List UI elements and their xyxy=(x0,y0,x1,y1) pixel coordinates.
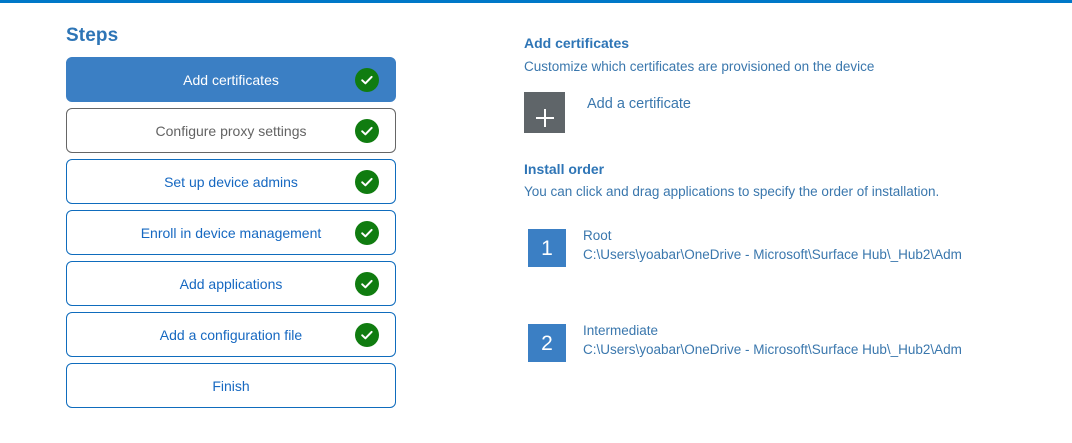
check-circle-icon xyxy=(355,118,379,143)
steps-heading: Steps xyxy=(66,25,119,46)
step-button-3[interactable]: Enroll in device management xyxy=(66,210,396,255)
install-order-name: Root xyxy=(583,228,612,243)
check-circle-icon xyxy=(355,322,379,347)
install-order-number-badge: 1 xyxy=(528,229,566,267)
top-accent-bar xyxy=(0,0,1072,3)
step-button-2[interactable]: Set up device admins xyxy=(66,159,396,204)
check-circle-icon xyxy=(355,271,379,296)
detail-panel: Add certificates Customize which certifi… xyxy=(470,3,1072,443)
install-order-section-title: Install order xyxy=(524,161,605,177)
install-order-number-badge: 2 xyxy=(528,324,566,362)
install-order-name: Intermediate xyxy=(583,323,659,338)
step-button-label: Add certificates xyxy=(183,71,279,88)
add-certificate-label: Add a certificate xyxy=(587,96,691,112)
install-order-path: C:\Users\yoabar\OneDrive - Microsoft\Sur… xyxy=(583,342,962,357)
step-button-label: Add a configuration file xyxy=(159,326,303,343)
step-button-label: Set up device admins xyxy=(164,173,298,190)
step-button-label: Add applications xyxy=(179,275,283,292)
step-button-1[interactable]: Configure proxy settings xyxy=(66,108,396,153)
check-circle-icon xyxy=(355,220,379,245)
install-order-path: C:\Users\yoabar\OneDrive - Microsoft\Sur… xyxy=(583,247,962,262)
install-order-section-subtitle: You can click and drag applications to s… xyxy=(524,184,940,199)
plus-icon[interactable] xyxy=(524,92,565,133)
step-button-label: Finish xyxy=(212,377,250,394)
add-certificate-button[interactable]: Add a certificate xyxy=(524,92,691,133)
step-button-label: Enroll in device management xyxy=(140,224,322,241)
step-button-label: Configure proxy settings xyxy=(155,122,307,139)
check-circle-icon xyxy=(355,67,379,92)
step-button-5[interactable]: Add a configuration file xyxy=(66,312,396,357)
certificates-section-title: Add certificates xyxy=(524,35,630,51)
step-button-6[interactable]: Finish xyxy=(66,363,396,408)
certificates-section-subtitle: Customize which certificates are provisi… xyxy=(524,59,875,74)
step-button-0[interactable]: Add certificates xyxy=(66,57,396,102)
step-button-4[interactable]: Add applications xyxy=(66,261,396,306)
check-circle-icon xyxy=(355,169,379,194)
